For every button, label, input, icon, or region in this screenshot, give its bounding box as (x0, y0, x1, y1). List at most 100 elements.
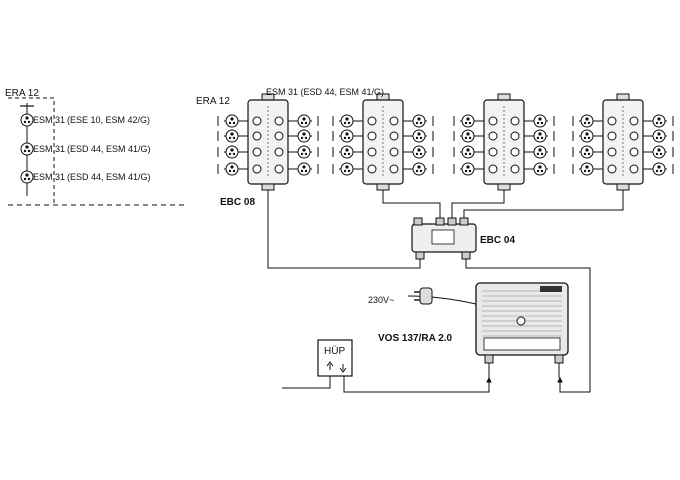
amplifier-test-port (516, 316, 526, 326)
amplifier-port-left (484, 354, 494, 364)
esm-block-2-outlet-icon-left-2-ring (340, 129, 354, 143)
esm-block-1-outlet-icon-right-1-ring (297, 114, 311, 128)
esm-block-1-outlet-icon-left-2-ring (225, 129, 239, 143)
esm-block-3-outlet-icon-right-4-hole-l (536, 169, 540, 173)
combiner-label-plate (431, 229, 455, 245)
legend-outlet-icon-2-ring (20, 142, 34, 156)
esm-block-2-outlet-icon-left-2 (340, 129, 354, 143)
esm-block-1-outlet-icon-left-1-ring (225, 114, 239, 128)
legend-row-1-detail: (ESE 10, ESM 42/G) (67, 115, 151, 125)
esm-block-3-top-connector (497, 93, 511, 101)
esm-block-2-outlet-icon-right-1-ring (412, 114, 426, 128)
esm-block-2-tap-right-2 (389, 131, 399, 141)
esm-block-1-outlet-icon-left-1-hole-l (228, 121, 232, 125)
esm-block-1-outlet-icon-right-3-ring (297, 145, 311, 159)
esm-block-2-outlet-icon-left-3 (340, 145, 354, 159)
legend-outlet-icon-1-ring (20, 113, 34, 127)
esm-block-2-tap-right-1 (389, 116, 399, 126)
esm-block-3-outlet-icon-right-1-ring (533, 114, 547, 128)
esm-block-2-outlet-icon-left-1-hole-r (347, 121, 351, 125)
arrow-amp-return (557, 376, 563, 383)
hup-arrow-up-icon (326, 361, 334, 370)
esm-block-1-outlet-icon-right-3-hole-top (302, 148, 306, 152)
combiner-input-3 (447, 217, 457, 226)
esm-block-4-outlet-icon-left-3-hole-l (583, 152, 587, 156)
esm-block-2-outlet-icon-right-1-hole-l (415, 121, 419, 125)
esm-block-3-outlet-icon-left-1-hole-l (464, 121, 468, 125)
esm-block-3-outlet-icon-right-3-ring (533, 145, 547, 159)
esm-block-1-outlet-icon-right-2-ring (297, 129, 311, 143)
amplifier-unit (475, 282, 569, 364)
esm-block-3-outlet-icon-left-3-hole-l (464, 152, 468, 156)
esm-block-3-outlet-icon-left-1-ring (461, 114, 475, 128)
esm-block-3-outlet-icon-left-2-hole-l (464, 136, 468, 140)
legend-row-2-detail: (ESD 44, ESM 41/G) (67, 144, 151, 154)
esm-block-2-outlet-icon-right-2 (412, 129, 426, 143)
esm-block-4-outlet-icon-right-1-hole-r (659, 121, 663, 125)
legend-outlet-icon-3-ring (20, 170, 34, 184)
esm-block-3-outlet-icon-left-4-hole-l (464, 169, 468, 173)
esm-block-2-outlet-icon-right-2-hole-top (417, 132, 421, 136)
esm-block-1-tap-left-4 (252, 164, 262, 174)
esm-block-3-outlet-icon-right-4-hole-r (540, 169, 544, 173)
esm-block-3-tap-left-3 (488, 147, 498, 157)
esm-block-4-outlet-icon-left-4-hole-top (585, 165, 589, 169)
esm-block-1-outlet-icon-right-1-hole-r (304, 121, 308, 125)
legend-row-1-model: ESM 31 (33, 115, 66, 125)
legend-title: ERA 12 (5, 88, 39, 99)
esm-block-2-outlet-icon-right-4 (412, 162, 426, 176)
esm-block-2-tap-left-3 (367, 147, 377, 157)
hup-label: HÜP (324, 346, 346, 357)
esm-label: ESM 31 (ESD 44, ESM 41/G) (266, 87, 385, 97)
esm-block-4-outlet-icon-right-3 (652, 145, 666, 159)
amplifier-plate (483, 337, 561, 351)
legend-outlet-icon-3-hole-l (23, 177, 27, 181)
esm-block-2-outlet-icon-left-3-ring (340, 145, 354, 159)
esm-block-3-outlet-icon-right-3-hole-l (536, 152, 540, 156)
legend-outlet-icon-1-hole-top (25, 116, 29, 120)
esm-block-3-outlet-icon-left-3-hole-top (466, 148, 470, 152)
esm-block-4-tap-left-1 (607, 116, 617, 126)
esm-block-2-outlet-icon-left-1 (340, 114, 354, 128)
esm-block-4-outlet-icon-left-2-ring (580, 129, 594, 143)
esm-block-1-outlet-icon-left-2-hole-r (232, 136, 236, 140)
esm-block-3-outlet-icon-right-1-hole-l (536, 121, 540, 125)
esm-block-3-outlet-icon-left-2-hole-r (468, 136, 472, 140)
esm-block-4-tap-left-4 (607, 164, 617, 174)
esm-block-2-outlet-icon-left-3-hole-top (345, 148, 349, 152)
esm-block-3-tap-left-2 (488, 131, 498, 141)
esm-block-1-outlet-icon-left-3-ring (225, 145, 239, 159)
esm-block-1-outlet-icon-left-4-hole-top (230, 165, 234, 169)
esm-block-1-outlet-icon-left-2 (225, 129, 239, 143)
legend-frame (8, 97, 55, 205)
esm-block-2-outlet-icon-left-4-ring (340, 162, 354, 176)
esm-block-2-outlet-icon-right-3 (412, 145, 426, 159)
esm-block-4-outlet-icon-right-3-hole-l (655, 152, 659, 156)
esm-block-2-tap-left-1 (367, 116, 377, 126)
esm-block-4-outlet-icon-right-4-hole-top (657, 165, 661, 169)
esm-block-2-outlet-icon-right-3-hole-l (415, 152, 419, 156)
esm-block-3-tap-left-1 (488, 116, 498, 126)
esm-block-2-outlet-icon-left-1-ring (340, 114, 354, 128)
esm-block-1-outlet-icon-right-3-hole-r (304, 152, 308, 156)
hup-housing (317, 339, 353, 377)
legend-outlet-icon-2 (20, 142, 34, 156)
legend-row-3-detail: (ESD 44, ESM 41/G) (67, 172, 151, 182)
esm-block-3-outlet-icon-left-2-hole-top (466, 132, 470, 136)
esm-block-4-outlet-icon-right-4-hole-l (655, 169, 659, 173)
era-label: ERA 12 (196, 96, 230, 107)
esm-block-2-outlet-icon-left-4-hole-l (343, 169, 347, 173)
esm-block-3-outlet-icon-right-4-hole-top (538, 165, 542, 169)
esm-block-4-outlet-icon-right-3-hole-top (657, 148, 661, 152)
esm-block-4-outlet-icon-right-4-hole-r (659, 169, 663, 173)
esm-block-4-outlet-icon-left-3 (580, 145, 594, 159)
esm-block-2-tap-left-2 (367, 131, 377, 141)
esm-block-3-outlet-icon-right-1 (533, 114, 547, 128)
esm-block-4-top-connector (616, 93, 630, 101)
arrow-amp-input (486, 376, 492, 383)
esm-block-3-outlet-icon-left-1 (461, 114, 475, 128)
esm-block-4-tap-left-3 (607, 147, 617, 157)
esm-block-3-outlet-icon-right-3-hole-r (540, 152, 544, 156)
